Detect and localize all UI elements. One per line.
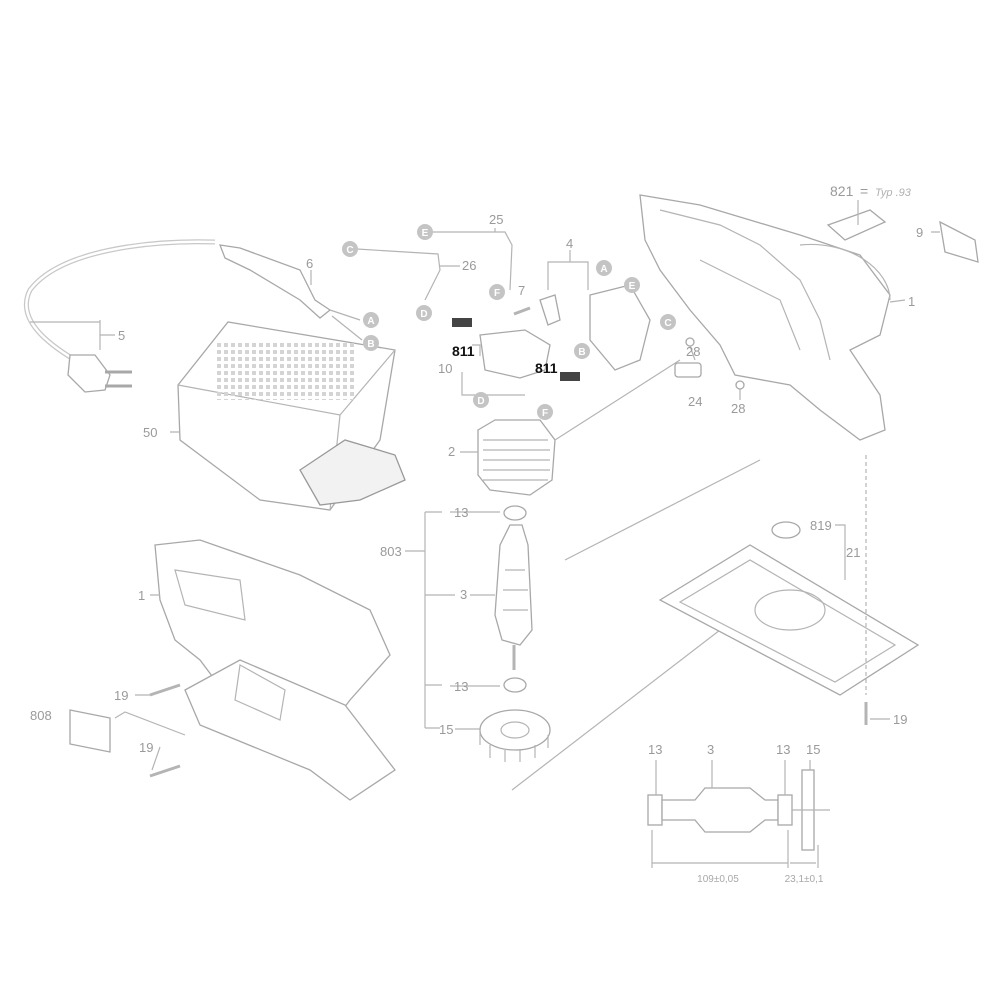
- wire-26: [356, 248, 441, 301]
- part-label: 19: [114, 688, 128, 703]
- detail-label: 15: [806, 742, 820, 757]
- plug: [67, 354, 132, 393]
- base-plate: [658, 455, 920, 696]
- wire-25: [430, 231, 513, 291]
- part-label: 2: [448, 444, 455, 459]
- connector-e: E: [417, 224, 433, 240]
- type-text: Typ .93: [875, 187, 912, 199]
- part-label: 9: [916, 225, 923, 240]
- part-label: 13: [454, 505, 468, 520]
- motor-housing: [639, 194, 891, 441]
- part-label: 26: [462, 258, 476, 273]
- connector-c: C: [342, 241, 358, 257]
- part-label: 25: [489, 212, 503, 227]
- part-label: 28: [731, 401, 745, 416]
- screw-19: [149, 683, 181, 697]
- connector-letter: E: [629, 281, 636, 292]
- detail-label: 13: [648, 742, 662, 757]
- connector-letter: C: [664, 318, 671, 329]
- part-label: 819: [810, 518, 832, 533]
- brush-holder: [452, 318, 580, 396]
- detail-label: 3: [707, 742, 714, 757]
- part-label: 10: [438, 361, 452, 376]
- part-28: [735, 380, 745, 390]
- dimension-main: 109±0,05: [697, 874, 739, 885]
- connector-letter: D: [477, 396, 484, 407]
- part-label: 19: [139, 740, 153, 755]
- connector-c: C: [660, 314, 676, 330]
- stator: [477, 359, 681, 496]
- label-plate-821: [826, 209, 887, 241]
- bracket-803: [424, 511, 455, 729]
- connector-letter: A: [367, 316, 374, 327]
- connector-a: A: [596, 260, 612, 276]
- carbon-brush: [560, 372, 580, 381]
- part-label: 28: [686, 344, 700, 359]
- screw-19: [149, 764, 181, 778]
- screw-7: [513, 306, 531, 316]
- connector-letter: F: [494, 288, 500, 299]
- type-note: 821 = Typ .93: [830, 183, 912, 199]
- part-label-highlighted: 811: [452, 343, 475, 359]
- armature: [494, 505, 533, 693]
- connector-markers: E C F D A B A E C B D F: [342, 224, 676, 420]
- connector-b: B: [574, 343, 590, 359]
- connector-letter: E: [422, 228, 429, 239]
- connector-letter: A: [600, 264, 607, 275]
- part-label: 24: [688, 394, 702, 409]
- part-label: 5: [118, 328, 125, 343]
- part-label: 1: [138, 588, 145, 603]
- connector-letter: B: [578, 347, 585, 358]
- connector-letter: F: [542, 408, 548, 419]
- connector-d: D: [416, 305, 432, 321]
- equals-sign: =: [860, 183, 868, 199]
- part-number-821: 821: [830, 183, 854, 199]
- part-labels: 9 1 25 26 4 6 7 5 811 811 10 28 28 24 50…: [30, 212, 923, 755]
- connector-b: B: [363, 335, 379, 351]
- carbon-brush: [452, 318, 472, 327]
- dust-box: [177, 321, 406, 511]
- armature-detail: [647, 760, 830, 868]
- part-label: 7: [518, 283, 525, 298]
- part-label: 6: [306, 256, 313, 271]
- gasket-24: [674, 362, 702, 378]
- dimension-fan: 23,1±0,1: [785, 874, 824, 885]
- connector-f: F: [489, 284, 505, 300]
- part-label: 803: [380, 544, 402, 559]
- part-label: 21: [846, 545, 860, 560]
- part-label: 13: [454, 679, 468, 694]
- fan-15: [479, 709, 551, 762]
- label-plate-808: [69, 709, 111, 753]
- connector-e: E: [624, 277, 640, 293]
- detail-label: 13: [776, 742, 790, 757]
- connector-a: A: [363, 312, 379, 328]
- connector-letter: C: [346, 245, 353, 256]
- connector-letter: D: [420, 309, 427, 320]
- detail-labels: 13 3 13 15 109±0,05 23,1±0,1: [648, 742, 824, 885]
- connector-f: F: [537, 404, 553, 420]
- part-label: 19: [893, 712, 907, 727]
- assembled-sander: [154, 539, 396, 801]
- part-label-highlighted: 811: [535, 360, 558, 376]
- connector-d: D: [473, 392, 489, 408]
- label-plate-9: [939, 220, 979, 263]
- part-label: 15: [439, 722, 453, 737]
- connector-letter: B: [367, 339, 374, 350]
- part-label: 3: [460, 587, 467, 602]
- power-cord: [23, 239, 363, 363]
- part-label: 50: [143, 425, 157, 440]
- part-label: 4: [566, 236, 573, 251]
- part-label: 1: [908, 294, 915, 309]
- part-label: 808: [30, 708, 52, 723]
